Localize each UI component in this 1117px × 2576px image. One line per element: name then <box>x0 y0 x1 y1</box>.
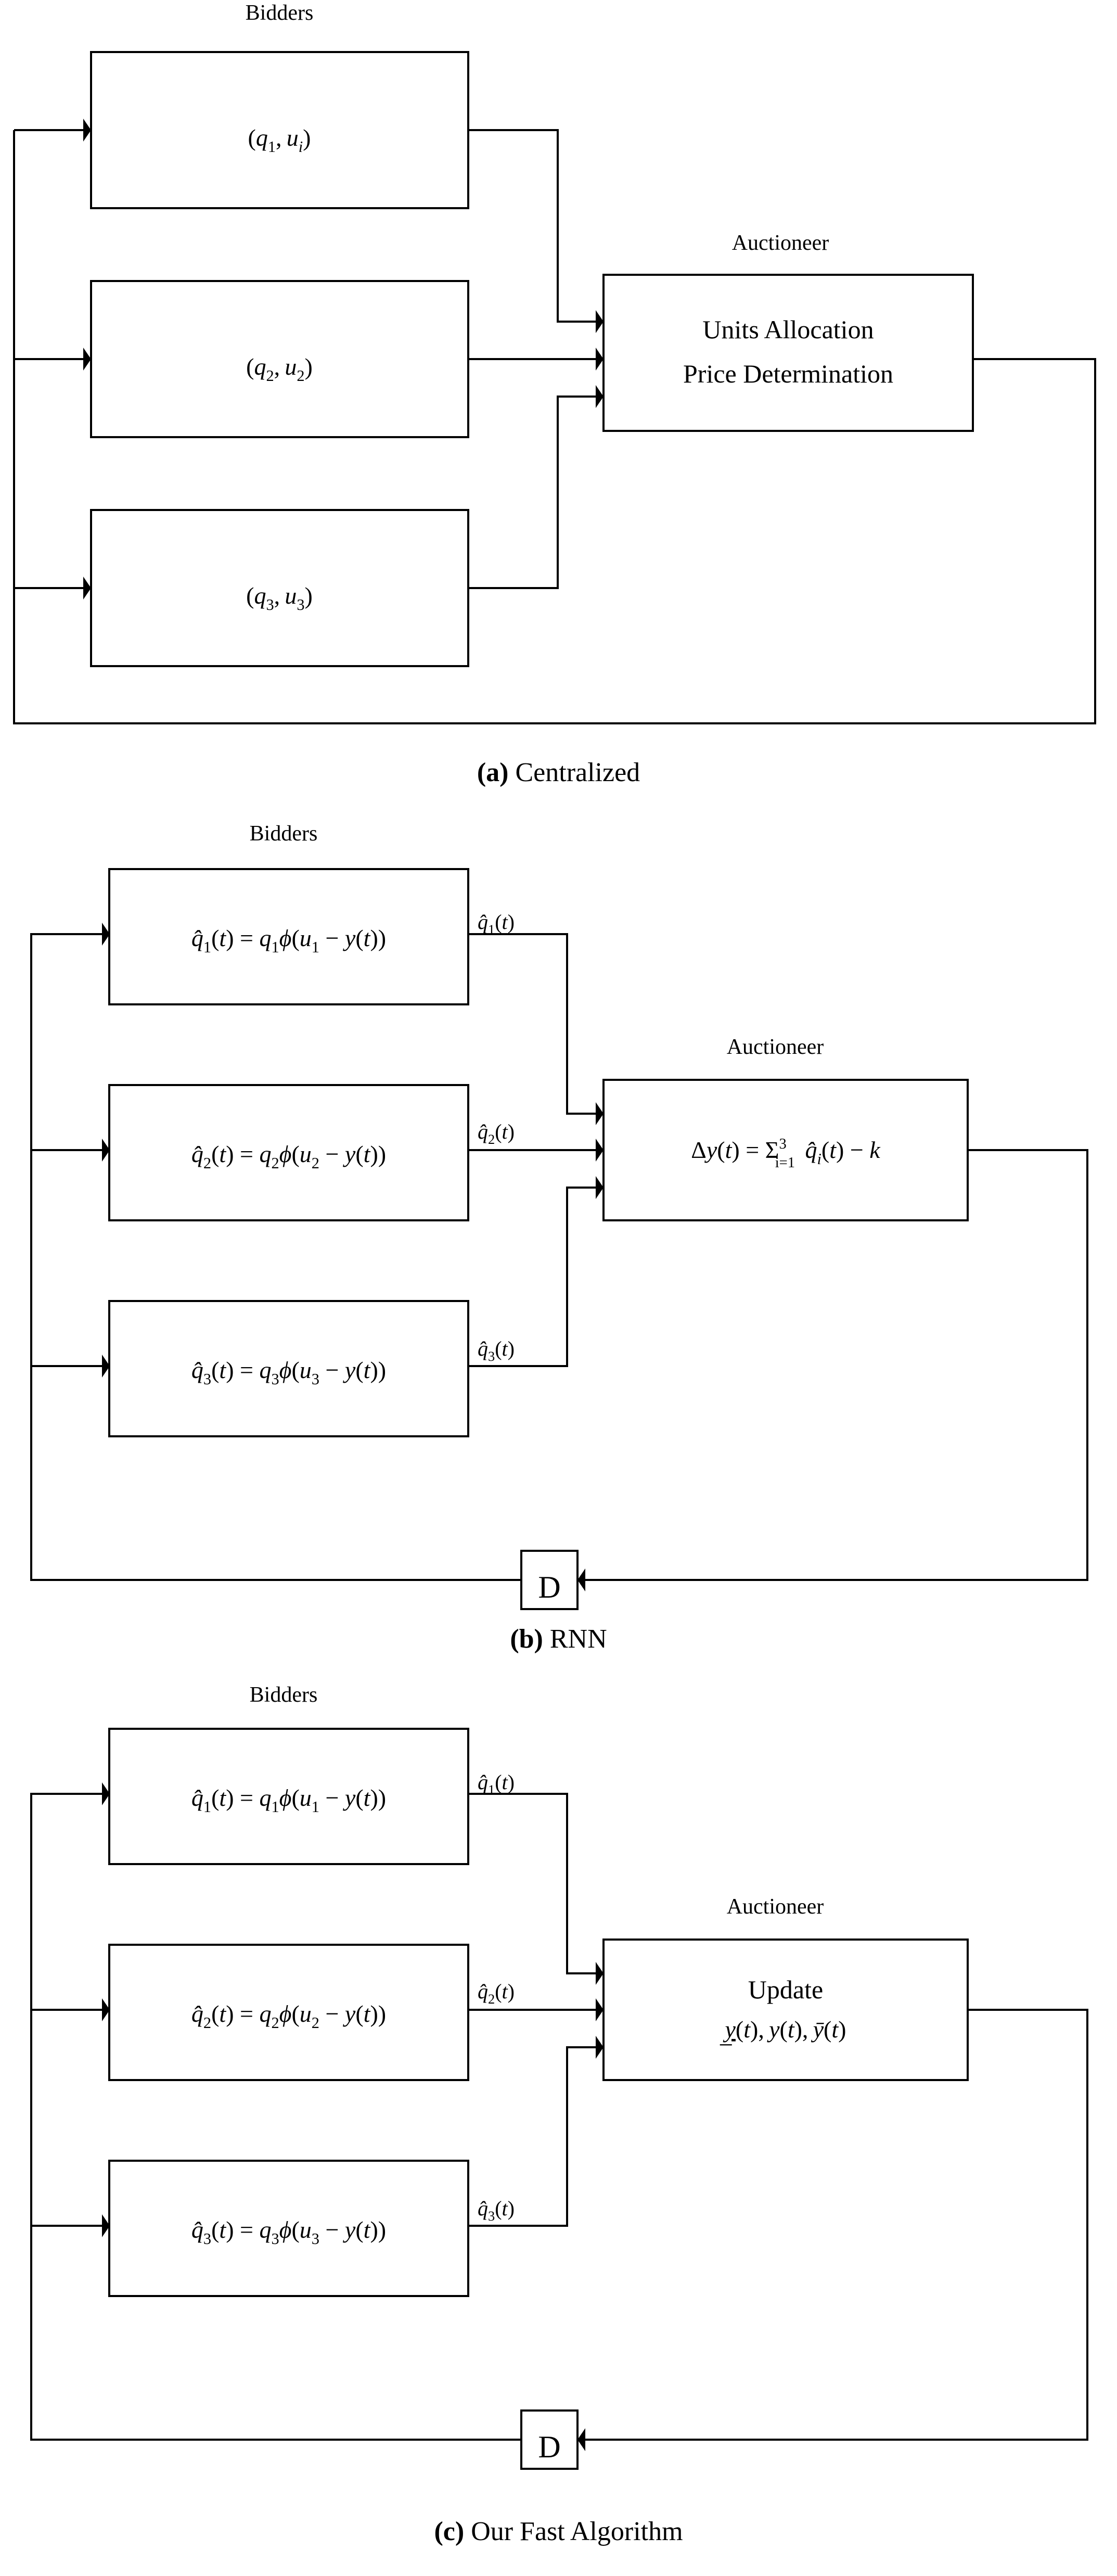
feedback-wire-a <box>13 130 1096 724</box>
caption-c-text: Our Fast Algorithm <box>471 2517 683 2546</box>
bidder-1-output-arrowhead-b <box>596 1102 604 1125</box>
caption-fast-algorithm: (c) Our Fast Algorithm <box>0 2516 1117 2547</box>
bidder-box-2-label-a: (q2, u2) <box>246 353 313 385</box>
bidder-box-2-label-c: q̂2(t) = q2ϕ(u2 − y(t)) <box>191 2000 386 2032</box>
bidder-1-output-wire-b <box>468 933 596 1115</box>
bidder-box-2-c <box>108 1944 469 2081</box>
bidder-box-3-c <box>108 2160 469 2297</box>
bidder-2-input-arrowhead-a <box>83 348 91 371</box>
bidder-box-2-label-b: q̂2(t) = q2ϕ(u2 − y(t)) <box>191 1141 386 1172</box>
bidder-1-output-arrowhead-c <box>596 1962 604 1985</box>
caption-rnn: (b) RNN <box>0 1624 1117 1654</box>
delay-block-b <box>520 1550 579 1610</box>
auctioneer-box-a <box>602 274 974 432</box>
bidder-3-input-arrowhead-c <box>102 2214 110 2237</box>
bidder-box-1-label-a: (q1, ui) <box>248 124 311 156</box>
bidder-box-2-a <box>90 280 469 438</box>
delay-input-arrowhead-b <box>577 1568 585 1591</box>
delay-input-arrowhead-c <box>577 2428 585 2451</box>
caption-a-prefix: (a) <box>477 758 509 787</box>
bidder-3-output-wire-a <box>468 396 596 589</box>
edge-label-q2-b: q̂2(t) <box>478 1120 515 1147</box>
bidders-heading-c: Bidders <box>250 1683 318 1707</box>
bidders-heading-a: Bidders <box>246 1 314 25</box>
bidder-1-input-arrowhead-c <box>102 1782 110 1805</box>
delay-block-label-b: D <box>538 1570 560 1604</box>
bidder-2-output-arrowhead-c <box>596 1998 604 2021</box>
bidder-box-1-b <box>108 868 469 1005</box>
auctioneer-line-1-c: Update <box>748 1975 823 2004</box>
caption-c-prefix: (c) <box>434 2517 465 2546</box>
bidder-box-3-label-a: (q3, u3) <box>246 582 313 614</box>
bidder-box-3-label-c: q̂3(t) = q3ϕ(u3 − y(t)) <box>191 2216 386 2248</box>
bidder-box-2-b <box>108 1084 469 1221</box>
edge-label-q3-c: q̂3(t) <box>478 2197 515 2224</box>
bidder-box-1-label-c: q̂1(t) = q1ϕ(u1 − y(t)) <box>191 1784 386 1816</box>
bidder-1-output-wire-a <box>468 129 596 323</box>
bidder-box-1-c <box>108 1728 469 1865</box>
bidder-3-input-arrowhead-a <box>83 577 91 600</box>
delay-block-c <box>520 2409 579 2470</box>
bidder-2-input-arrowhead-c <box>102 1998 110 2021</box>
bidder-1-input-arrowhead-a <box>83 119 91 142</box>
panel-rnn: Bidders q̂1(t) = q1ϕ(u1 − y(t)) q̂1(t) q… <box>0 817 1117 1670</box>
auctioneer-output-wire-b <box>585 1149 1088 1581</box>
delay-block-label-c: D <box>538 2430 560 2464</box>
panel-fast-algorithm: Bidders q̂1(t) = q1ϕ(u1 − y(t)) q̂1(t) q… <box>0 1670 1117 2576</box>
bidder-box-1-label-b: q̂1(t) = q1ϕ(u1 − y(t)) <box>191 925 386 956</box>
auctioneer-output-wire-c <box>585 2009 1088 2441</box>
auctioneer-heading-b: Auctioneer <box>727 1035 824 1059</box>
bidder-3-output-wire-b <box>468 1187 596 1367</box>
caption-a-text: Centralized <box>515 758 640 787</box>
caption-b-prefix: (b) <box>510 1624 543 1654</box>
bidder-3-input-arrowhead-b <box>102 1355 110 1378</box>
edge-label-q2-c: q̂2(t) <box>478 1980 515 2007</box>
auctioneer-line-2-c: y̲(t), y(t), ȳ(t) <box>720 2016 846 2045</box>
auctioneer-box-c <box>602 1939 969 2081</box>
caption-centralized: (a) Centralized <box>0 757 1117 788</box>
auctioneer-line-2-a: Price Determination <box>683 359 893 388</box>
bidder-box-3-b <box>108 1300 469 1437</box>
auctioneer-heading-a: Auctioneer <box>732 231 829 255</box>
feedback-spine-b <box>30 933 521 1581</box>
auctioneer-heading-c: Auctioneer <box>727 1895 824 1919</box>
bidder-2-output-arrowhead-b <box>596 1139 604 1162</box>
bidder-3-output-arrowhead-b <box>596 1176 604 1199</box>
panel-b-diagram: Bidders q̂1(t) = q1ϕ(u1 − y(t)) q̂1(t) q… <box>30 822 1088 1610</box>
auctioneer-line-1-a: Units Allocation <box>702 315 874 344</box>
bidder-3-output-arrowhead-c <box>596 2036 604 2059</box>
bidder-1-output-wire-c <box>468 1793 596 1974</box>
panel-c-diagram: Bidders q̂1(t) = q1ϕ(u1 − y(t)) q̂1(t) q… <box>30 1683 1088 2470</box>
bidder-1-input-arrowhead-b <box>102 923 110 946</box>
caption-b-text: RNN <box>549 1624 607 1654</box>
bidder-2-output-arrowhead-a <box>596 348 604 371</box>
panel-centralized: Bidders (q1, ui) (q2, u2) (q3, u3) Aucti… <box>0 0 1117 817</box>
bidder-box-1-a <box>90 51 469 209</box>
bidder-3-output-arrowhead-a <box>596 385 604 408</box>
bidder-box-3-label-b: q̂3(t) = q3ϕ(u3 − y(t)) <box>191 1357 386 1388</box>
bidder-1-output-arrowhead-a <box>596 310 604 333</box>
bidders-heading-b: Bidders <box>250 822 318 846</box>
feedback-spine-c <box>30 1793 521 2441</box>
panel-a-diagram: Bidders (q1, ui) (q2, u2) (q3, u3) Aucti… <box>13 1 1096 724</box>
bidder-2-input-arrowhead-b <box>102 1139 110 1162</box>
bidder-3-output-wire-c <box>468 2046 596 2227</box>
edge-label-q3-b: q̂3(t) <box>478 1337 515 1364</box>
